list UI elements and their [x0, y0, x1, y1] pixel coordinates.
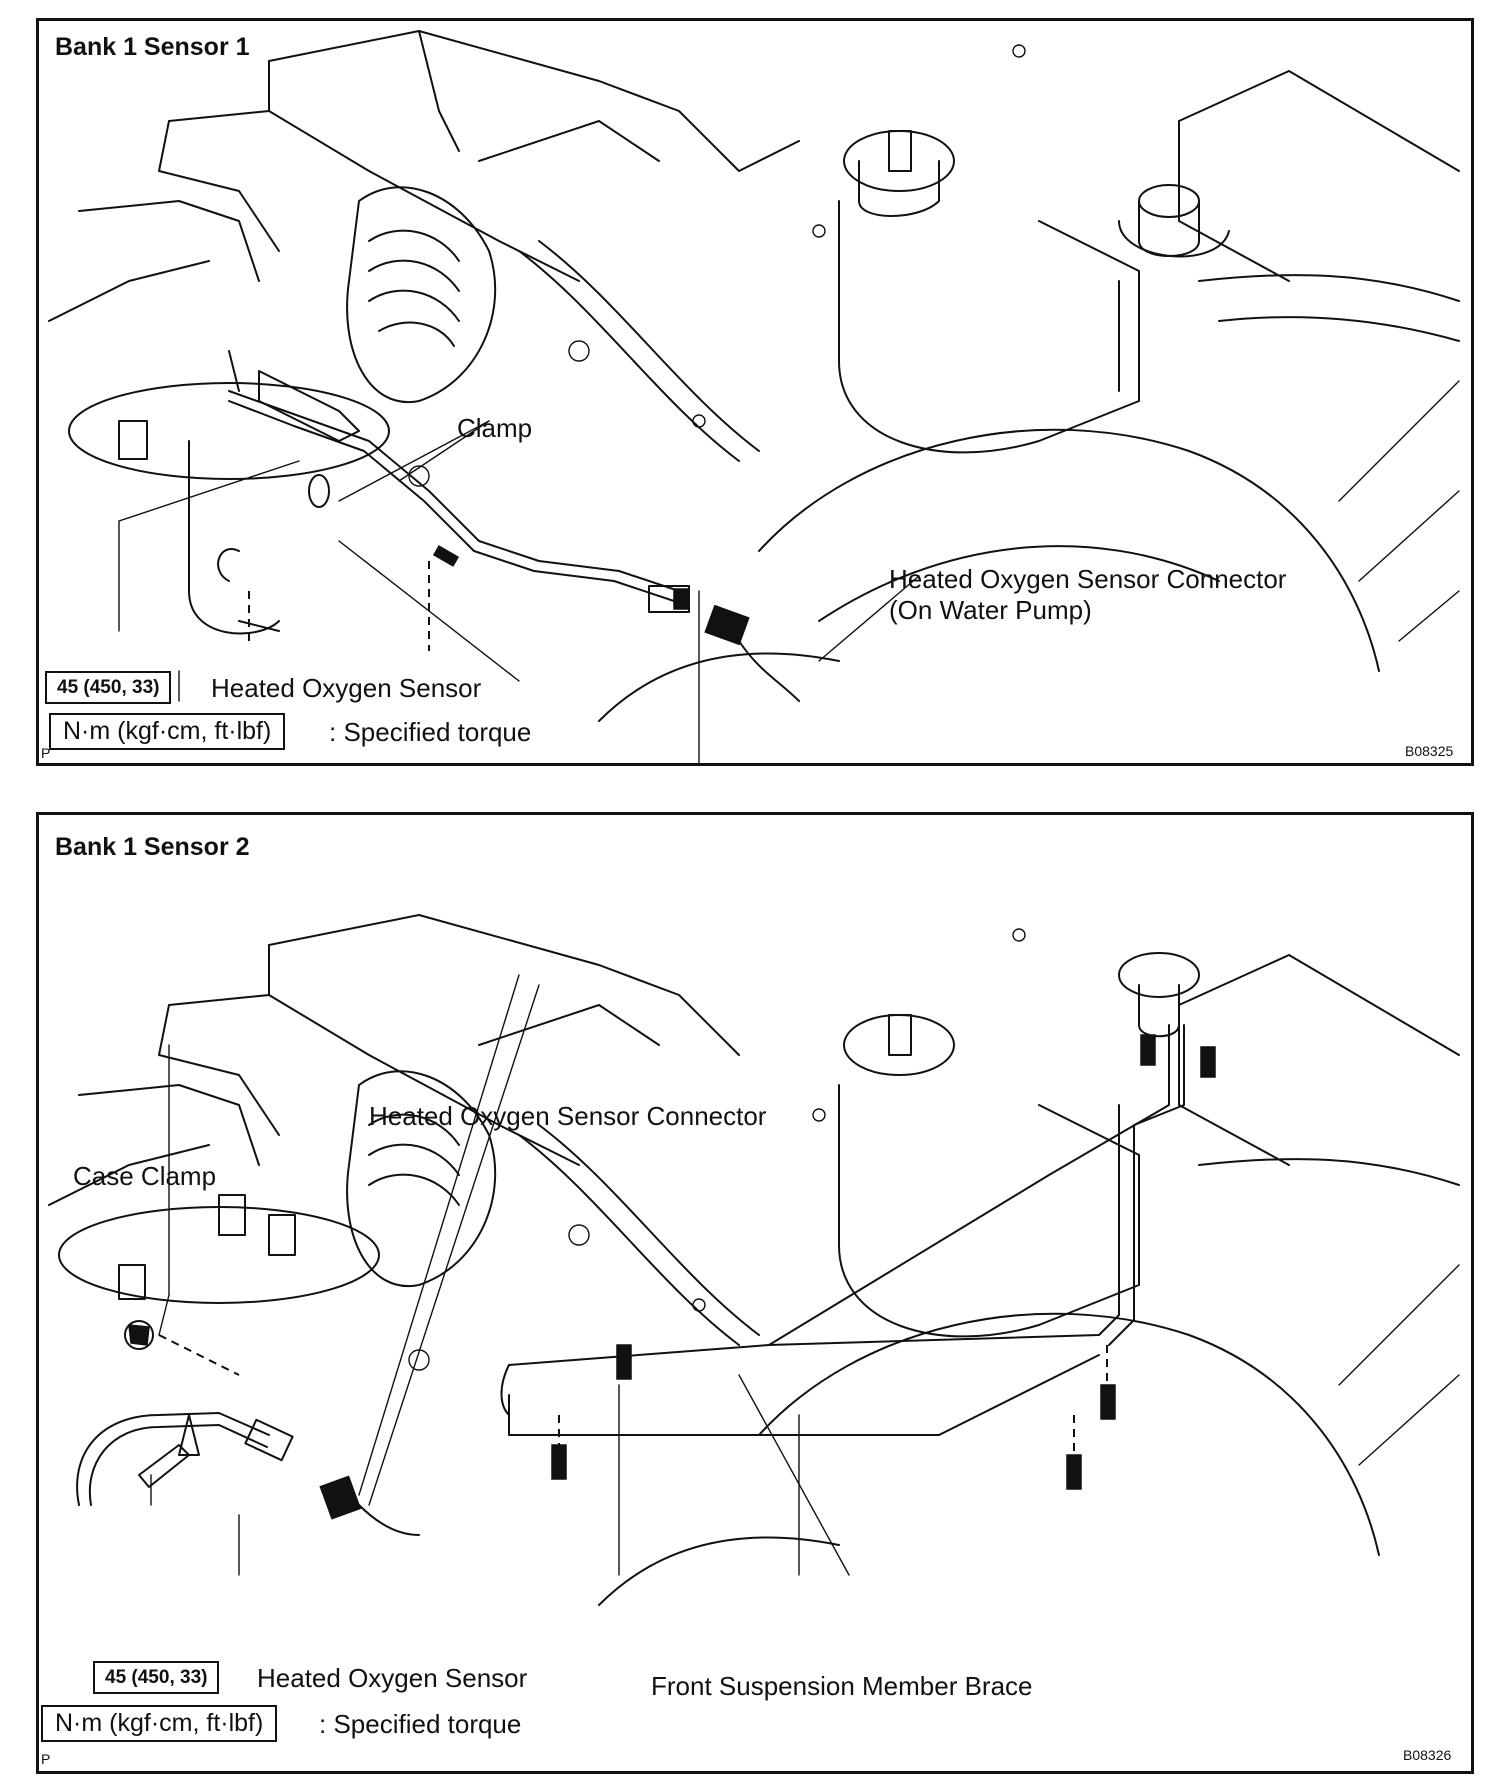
figure-code: B08326: [1403, 1747, 1452, 1763]
panel-title: Bank 1 Sensor 2: [55, 833, 250, 861]
torque-value-box: 45 (450, 33): [93, 1661, 220, 1694]
panel-title: Bank 1 Sensor 1: [55, 33, 250, 61]
torque-units-box: N·m (kgf·cm, ft·lbf): [41, 1705, 278, 1742]
heated-oxygen-sensor-label: Heated Oxygen Sensor: [211, 673, 482, 703]
specified-torque-label: : Specified torque: [329, 717, 532, 747]
corner-mark: P: [41, 1751, 51, 1767]
case-clamp-label: Case Clamp: [73, 1161, 217, 1191]
clamp-label: Clamp: [457, 413, 533, 443]
torque-value-box: 45 (450, 33): [45, 671, 172, 704]
heated-oxygen-sensor-label: Heated Oxygen Sensor: [257, 1663, 528, 1693]
connector-label-line1: Heated Oxygen Sensor Connector: [889, 564, 1287, 594]
corner-mark: P: [41, 745, 51, 761]
connector-label-line2: (On Water Pump): [889, 595, 1092, 625]
engine-illustration-1: [48, 30, 1460, 763]
diagram-panel-bank1-sensor1: Bank 1 Sensor 1 Clamp Heated Oxygen Sens…: [36, 18, 1474, 766]
connector-label: Heated Oxygen Sensor Connector: [369, 1101, 767, 1131]
engine-illustration-2: [48, 914, 1460, 1606]
specified-torque-label: : Specified torque: [319, 1709, 522, 1739]
torque-units-box: N·m (kgf·cm, ft·lbf): [49, 713, 286, 750]
figure-code: B08325: [1405, 743, 1454, 759]
diagram-panel-bank1-sensor2: Bank 1 Sensor 2 Heated Oxygen Sensor Con…: [36, 812, 1474, 1774]
front-suspension-member-brace-label: Front Suspension Member Brace: [651, 1671, 1033, 1701]
